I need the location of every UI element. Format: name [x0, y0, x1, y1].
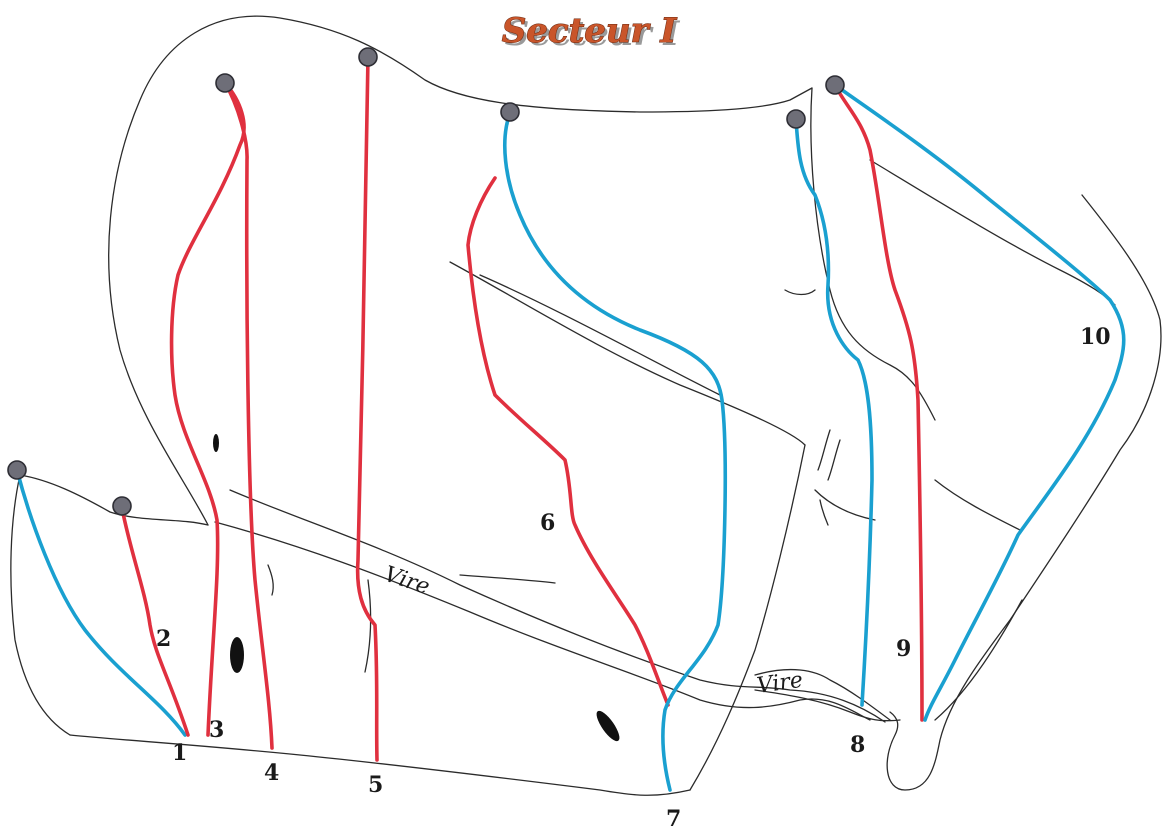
- routes: [17, 57, 1124, 790]
- route-number-2: 2: [156, 626, 171, 652]
- route-number-10: 10: [1080, 324, 1111, 350]
- anchor-route-5[interactable]: [359, 48, 377, 66]
- sector-title-text: Secteur I: [502, 11, 678, 51]
- route-10-line[interactable]: [835, 85, 1124, 720]
- ledge-label-vire-left: Vire: [381, 562, 433, 600]
- pocket-1: [213, 434, 219, 452]
- route-number-5: 5: [368, 772, 383, 798]
- left-buttress-top: [20, 475, 208, 525]
- right-face-crack-lower: [935, 480, 1020, 530]
- route-7-line[interactable]: [505, 113, 725, 790]
- small-crack-5: [820, 500, 828, 525]
- route-number-1: 1: [172, 740, 187, 766]
- rock-outline: [11, 16, 1161, 795]
- anchor-route-8[interactable]: [787, 110, 805, 128]
- route-number-9: 9: [896, 636, 911, 662]
- route-number-6: 6: [540, 510, 555, 536]
- route-numbers: 1 2 3 4 5 6 7 8 9 10: [156, 324, 1111, 832]
- route-5-line[interactable]: [358, 57, 377, 760]
- anchor-routes-6-7[interactable]: [501, 103, 519, 121]
- sector-title: Secteur I Secteur I: [502, 11, 681, 54]
- small-crack-3: [828, 440, 840, 480]
- anchor-route-2[interactable]: [113, 497, 131, 515]
- anchor-route-1[interactable]: [8, 461, 26, 479]
- flake-line: [460, 575, 555, 583]
- route-6-line[interactable]: [468, 178, 668, 705]
- route-9-line[interactable]: [835, 85, 922, 720]
- small-crack-1: [785, 290, 815, 295]
- pocket-2: [230, 637, 244, 673]
- route-1-line[interactable]: [17, 470, 185, 735]
- small-arc-1: [268, 565, 273, 595]
- route-number-4: 4: [264, 760, 279, 786]
- route-number-3: 3: [209, 717, 224, 743]
- route-3-line[interactable]: [172, 83, 244, 735]
- diagonal-crack-2: [480, 275, 720, 395]
- small-crack-2: [818, 430, 830, 470]
- right-face-outline: [887, 195, 1161, 790]
- diagonal-crack: [450, 262, 805, 445]
- corner-line: [690, 445, 805, 790]
- route-8-line[interactable]: [796, 120, 872, 705]
- left-buttress-outline: [11, 475, 70, 735]
- anchor-routes-9-10[interactable]: [826, 76, 844, 94]
- pocket-3: [593, 708, 623, 744]
- route-number-7: 7: [666, 806, 681, 832]
- anchor-routes-3-4[interactable]: [216, 74, 234, 92]
- small-arc-2: [365, 580, 371, 672]
- right-face-crack: [870, 160, 1115, 305]
- ledge-label-vire-right: Vire: [755, 668, 804, 699]
- route-number-8: 8: [850, 732, 865, 758]
